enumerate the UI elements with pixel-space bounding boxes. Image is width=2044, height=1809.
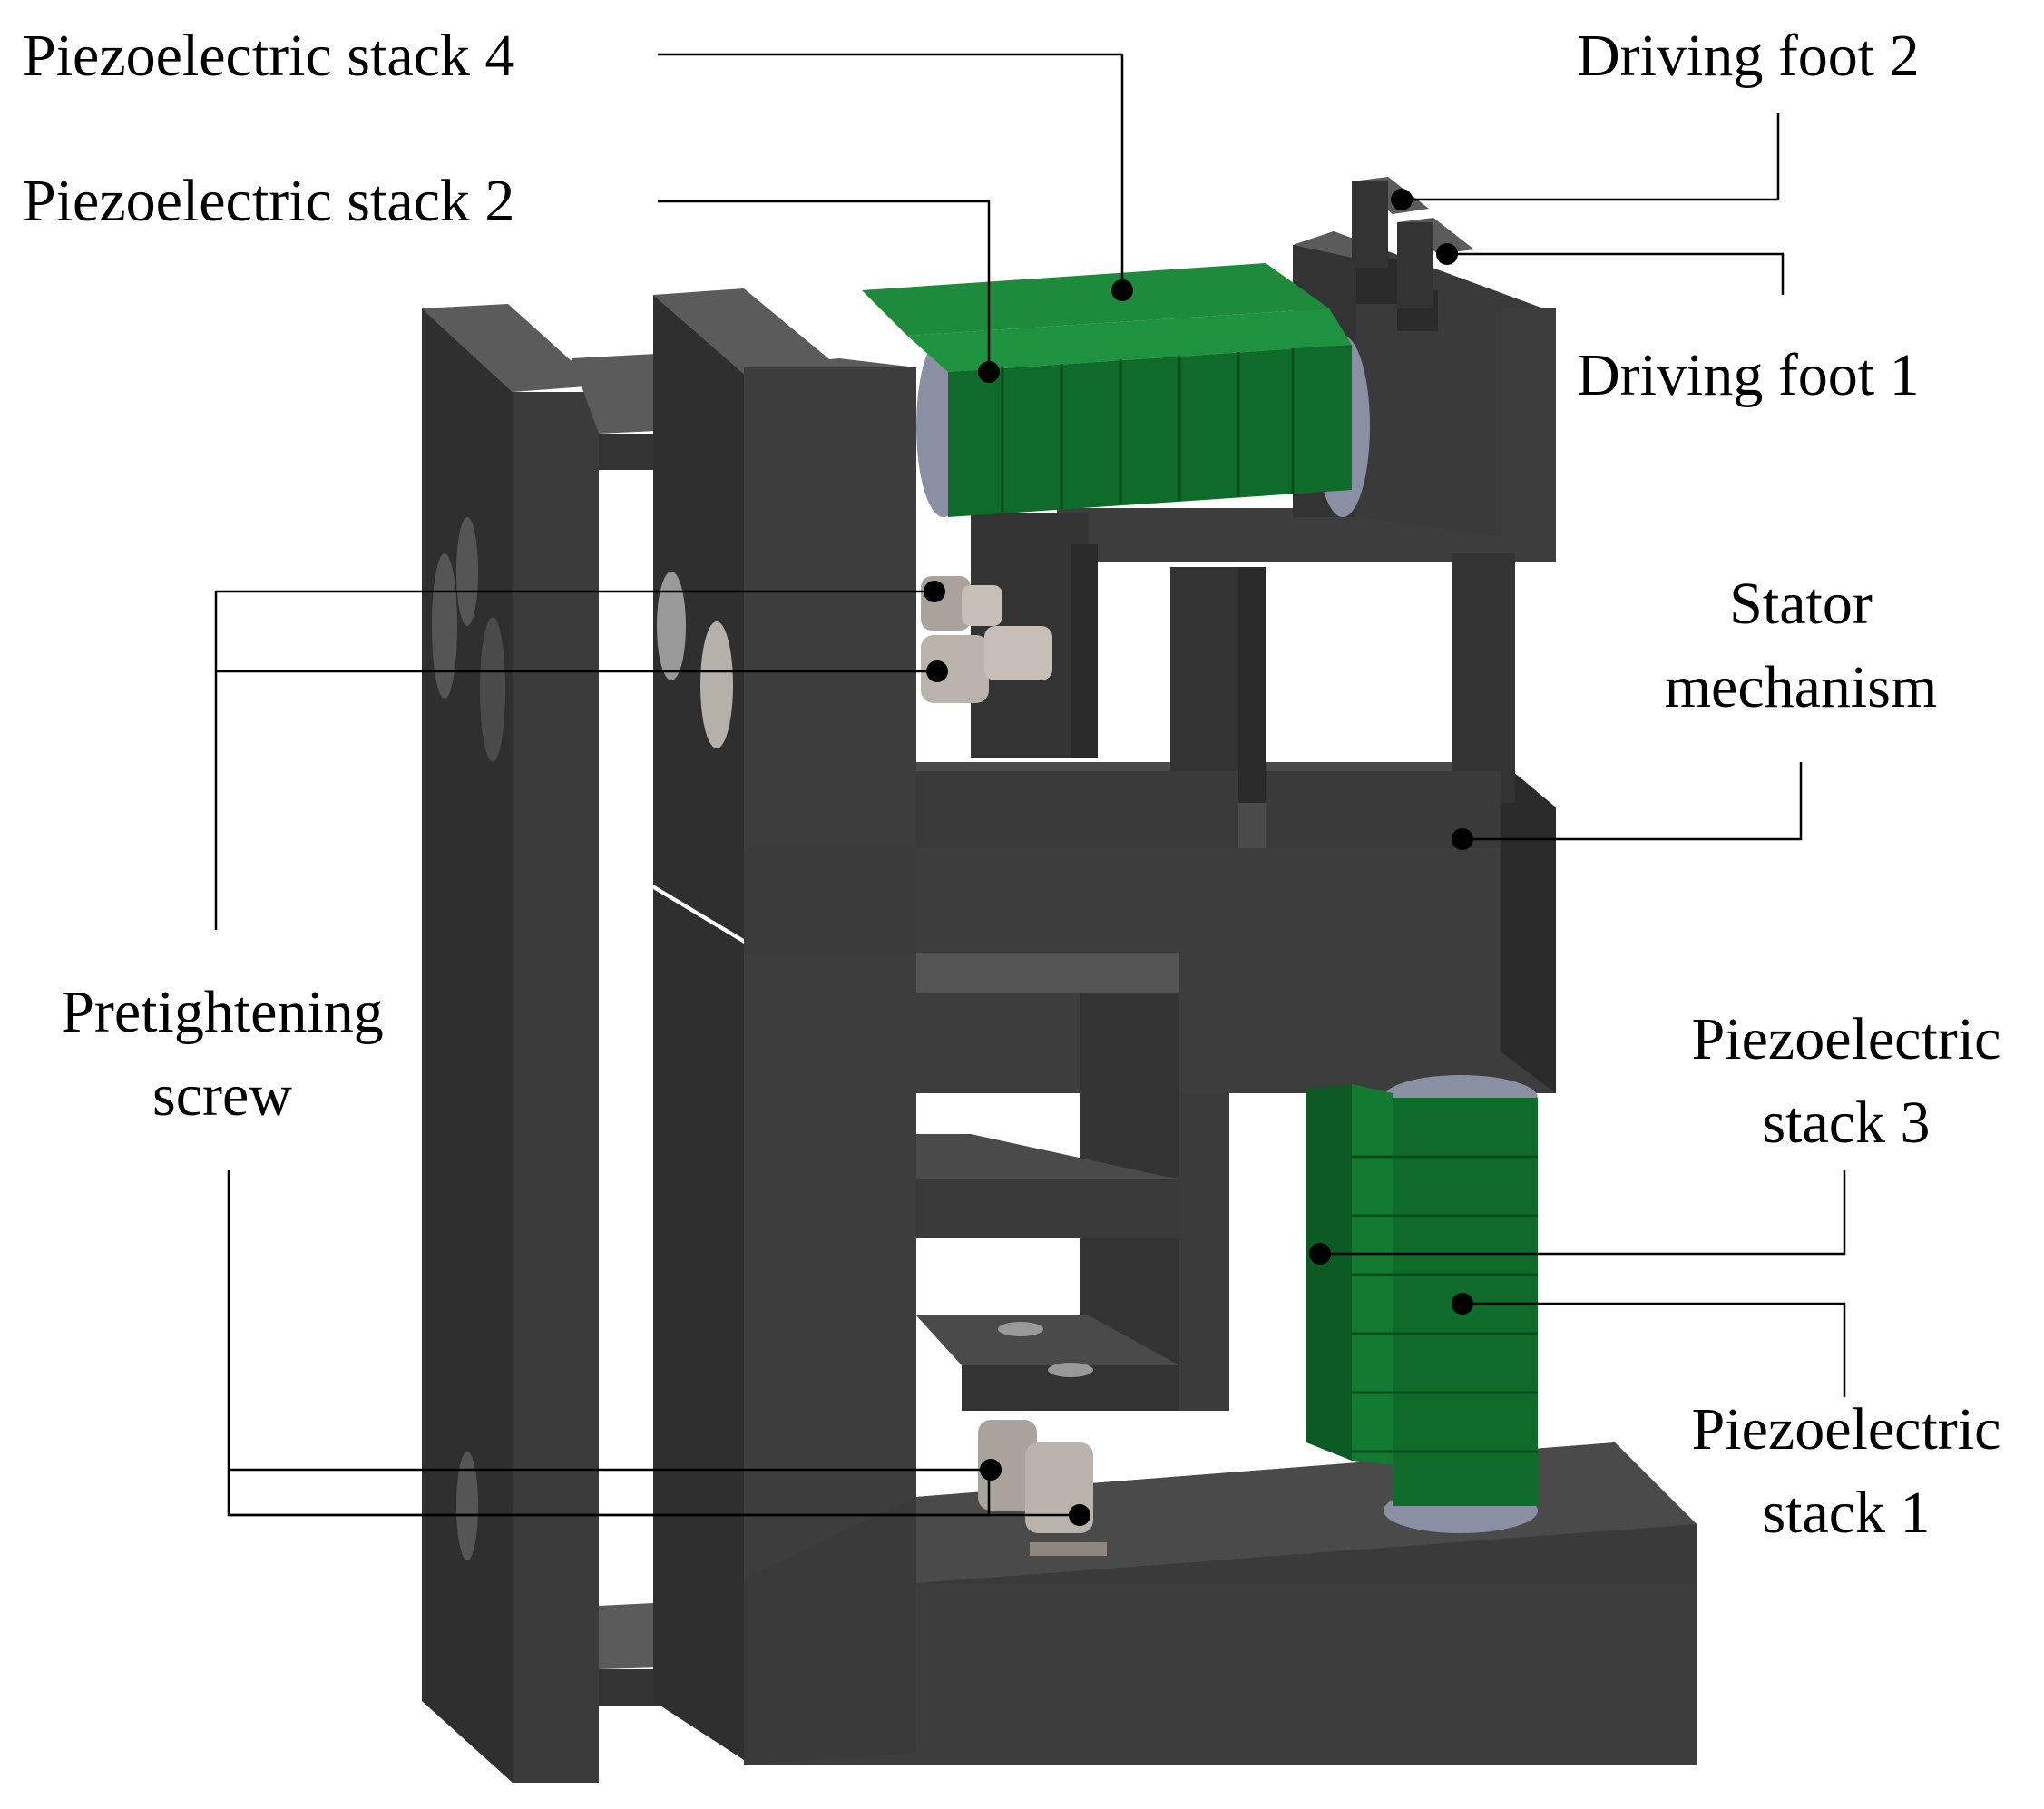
label-pretight-line1: Pretightening [61, 979, 384, 1045]
dot-stack1 [1452, 1293, 1473, 1315]
label-stack2: Piezoelectric stack 2 [23, 168, 515, 234]
leader-foot1 [1447, 252, 1785, 295]
leader-lines [214, 53, 1846, 1517]
piezo-stack-bottom [1306, 1075, 1538, 1533]
dot-foot1 [1436, 243, 1458, 265]
leader-dots [924, 189, 1473, 1526]
label-foot2: Driving foot 2 [1577, 23, 1920, 89]
leader-stator [1462, 762, 1803, 841]
label-pretight: Pretightening screw [18, 971, 426, 1138]
leader-stack2 [658, 200, 991, 372]
dot-foot2 [1391, 189, 1413, 210]
dot-stack3 [1309, 1243, 1331, 1265]
dot-stack4 [1111, 279, 1133, 301]
dot-pretight-3 [980, 1459, 1002, 1481]
label-stack3-line1: Piezoelectric [1691, 1006, 2001, 1072]
leader-stack3 [1320, 1170, 1846, 1256]
label-stack3: Piezoelectric stack 3 [1656, 998, 2037, 1165]
leader-pretight-upper [214, 590, 934, 930]
label-stack1-line1: Piezoelectric [1691, 1396, 2001, 1462]
left-frame [422, 288, 839, 1783]
dot-pretight-1 [924, 581, 945, 602]
dot-pretight-4 [1069, 1504, 1090, 1526]
label-foot1: Driving foot 1 [1577, 342, 1920, 408]
label-stator: Stator mechanism [1619, 562, 1982, 729]
leader-stack1 [1462, 1302, 1846, 1397]
dot-pretight-2 [926, 660, 948, 682]
leader-foot2 [1402, 113, 1780, 201]
piezo-stack-top [862, 263, 1370, 517]
label-stack1-line2: stack 1 [1762, 1480, 1931, 1546]
label-stator-line1: Stator [1729, 571, 1873, 637]
label-pretight-line2: screw [152, 1062, 292, 1129]
dot-stator [1452, 828, 1473, 850]
label-stack4: Piezoelectric stack 4 [23, 23, 515, 89]
label-stator-line2: mechanism [1664, 654, 1938, 720]
label-stack3-line2: stack 3 [1762, 1090, 1931, 1156]
leader-stack4 [658, 53, 1124, 290]
pretightening-screws [921, 576, 1107, 1556]
dot-stack2 [978, 361, 1000, 383]
label-stack1: Piezoelectric stack 1 [1656, 1388, 2037, 1555]
